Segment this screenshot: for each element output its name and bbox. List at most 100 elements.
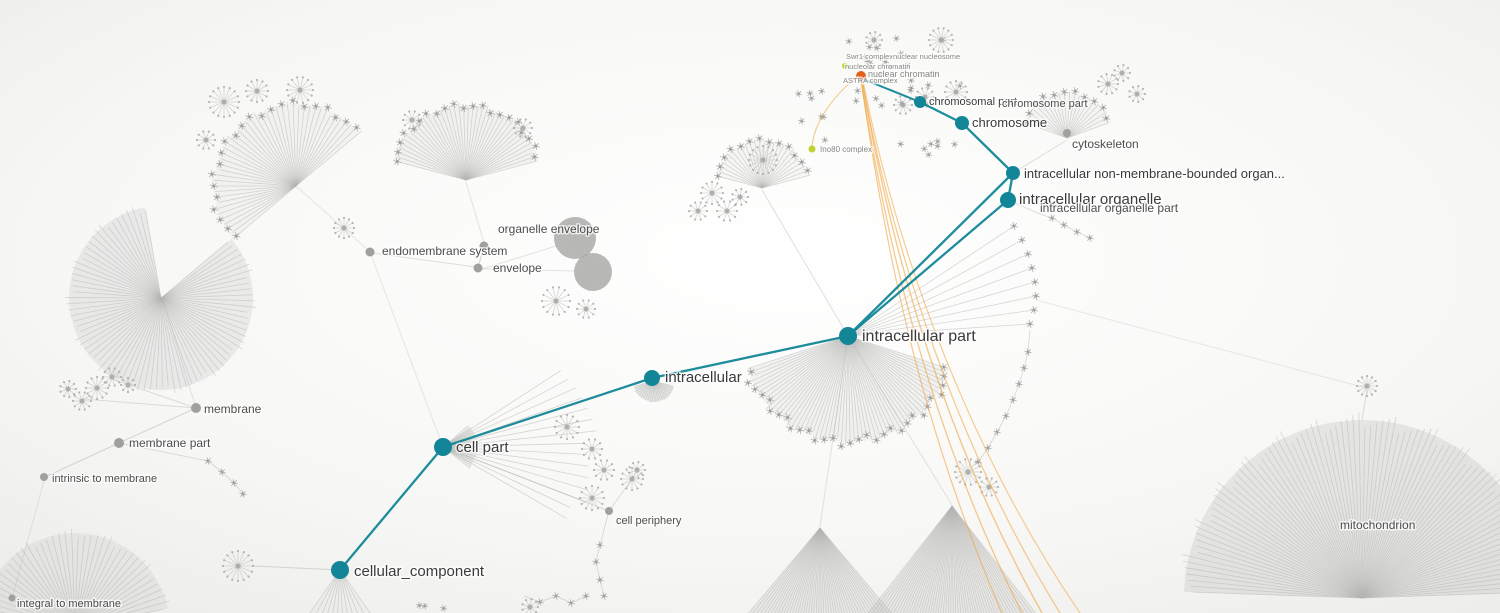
association-edge xyxy=(861,79,1043,613)
term-fan-cluster xyxy=(309,569,371,613)
term-rosette-cluster xyxy=(715,200,739,222)
selected-path-edge xyxy=(960,121,1015,175)
node-cell_part[interactable] xyxy=(434,438,452,456)
term-rosette-cluster xyxy=(195,130,217,150)
term-rosette-cluster xyxy=(59,380,78,398)
term-label-small[interactable]: nuclear chromatin xyxy=(867,68,942,81)
term-node[interactable] xyxy=(473,263,483,273)
term-rosette-cluster xyxy=(244,78,270,104)
term-label-small[interactable]: nuclear nucleosome xyxy=(892,51,962,63)
highlighted-term-node[interactable] xyxy=(856,71,866,81)
association-edge xyxy=(811,75,859,148)
selected-path-edge xyxy=(918,100,964,125)
term-rosette-cluster xyxy=(580,438,604,460)
term-label-small[interactable]: Swr1 complex xyxy=(845,51,895,63)
node-chromosomal_part[interactable] xyxy=(914,96,926,108)
term-label[interactable]: organelle envelope xyxy=(497,221,602,238)
term-fan-cluster xyxy=(748,527,892,613)
term-label[interactable]: mitochondrion xyxy=(1339,517,1417,534)
term-label[interactable]: intrinsic to membrane xyxy=(51,472,159,487)
term-chain-cluster xyxy=(118,442,247,498)
term-chain-cluster xyxy=(592,510,610,600)
term-rosette-cluster xyxy=(865,31,884,49)
node-intracellular_organelle[interactable] xyxy=(1000,192,1016,208)
term-label[interactable]: chromosome part xyxy=(1001,97,1090,112)
term-label-small[interactable]: Ino80 complex xyxy=(819,144,874,156)
term-label[interactable]: integral to membrane xyxy=(16,597,123,612)
term-rosette-cluster xyxy=(512,118,534,138)
term-rosette-cluster xyxy=(1113,64,1132,82)
label-chromosomal_part[interactable]: chromosomal part xyxy=(928,95,1019,110)
term-node[interactable] xyxy=(1063,129,1071,137)
term-rosette-cluster xyxy=(699,180,725,206)
term-fan-cluster xyxy=(573,253,612,292)
term-rosette-cluster xyxy=(71,391,93,411)
term-fan-cluster xyxy=(208,96,362,241)
gray-relation-edges xyxy=(11,139,1368,599)
term-label[interactable]: cytoskeleton xyxy=(1071,136,1141,153)
term-rosette-cluster xyxy=(1097,73,1120,95)
term-rosette-cluster xyxy=(747,144,779,176)
term-node[interactable] xyxy=(114,438,124,448)
term-node[interactable] xyxy=(479,241,489,251)
association-edge xyxy=(860,79,1003,613)
term-label[interactable]: intracellular organelle part xyxy=(1039,200,1181,217)
selected-path-nodes[interactable] xyxy=(331,63,1020,579)
term-label[interactable]: membrane part xyxy=(128,435,213,452)
term-rosette-cluster xyxy=(332,216,356,240)
term-node[interactable] xyxy=(605,507,613,515)
term-scatter-cluster xyxy=(897,137,959,159)
node-cellular_component[interactable] xyxy=(331,561,349,579)
label-chromosome[interactable]: chromosome xyxy=(971,114,1049,132)
term-rosette-cluster xyxy=(207,85,241,119)
term-node[interactable] xyxy=(365,247,375,257)
term-rosette-cluster xyxy=(592,459,616,481)
highlight-association-edges xyxy=(811,75,1081,613)
term-fan-cluster xyxy=(1181,412,1500,599)
highlighted-term-node[interactable] xyxy=(842,63,848,69)
term-rosette-cluster xyxy=(578,484,606,512)
term-rosette-cluster xyxy=(540,286,572,316)
gray-term-clusters[interactable] xyxy=(0,27,1500,613)
term-rosette-cluster xyxy=(553,413,581,441)
term-label[interactable]: endomembrane system xyxy=(381,243,509,260)
label-intracellular_organelle[interactable]: intracellular organelle xyxy=(1018,190,1164,210)
term-rosette-cluster xyxy=(927,27,955,53)
term-chain-cluster xyxy=(523,592,590,607)
association-edge xyxy=(860,79,1023,613)
term-spoke-cluster xyxy=(847,222,1040,337)
term-label[interactable]: membrane xyxy=(203,401,264,418)
term-rosette-cluster xyxy=(84,375,110,401)
term-chain-cluster xyxy=(1039,213,1094,242)
term-rosette-cluster xyxy=(101,367,123,387)
term-rosette-cluster xyxy=(221,549,255,583)
label-intracellular_nmb_organelle[interactable]: intracellular non-membrane-bounded organ… xyxy=(1023,165,1287,183)
term-label-small[interactable]: ASTRA complex xyxy=(842,75,900,87)
node-intracellular_nmb_organelle[interactable] xyxy=(1006,166,1020,180)
selected-path-edge xyxy=(338,445,445,572)
node-intracellular_part[interactable] xyxy=(839,327,857,345)
label-intracellular_part[interactable]: intracellular part xyxy=(861,327,978,347)
term-fan-cluster xyxy=(442,370,597,519)
node-intracellular[interactable] xyxy=(644,370,660,386)
highlighted-term-node[interactable] xyxy=(808,145,816,153)
term-rosette-cluster xyxy=(521,598,540,613)
term-rosette-cluster xyxy=(401,110,423,130)
term-scatter-cluster xyxy=(415,601,448,612)
term-label[interactable]: envelope xyxy=(492,260,544,277)
term-node[interactable] xyxy=(191,403,201,413)
term-node[interactable] xyxy=(8,594,16,602)
node-chromosome[interactable] xyxy=(955,116,969,130)
term-rosette-cluster xyxy=(892,95,914,115)
term-label-small[interactable]: nucleolar chromatin xyxy=(844,61,912,73)
term-rosette-cluster xyxy=(285,76,315,104)
term-node[interactable] xyxy=(40,473,48,481)
term-label[interactable]: cell periphery xyxy=(615,514,684,529)
selected-path-edge xyxy=(650,334,850,380)
gray-term-nodes[interactable] xyxy=(8,129,1072,602)
label-cell_part[interactable]: cell part xyxy=(455,438,511,458)
label-cellular_component[interactable]: cellular_component xyxy=(353,562,487,582)
label-intracellular[interactable]: intracellular xyxy=(664,368,744,388)
